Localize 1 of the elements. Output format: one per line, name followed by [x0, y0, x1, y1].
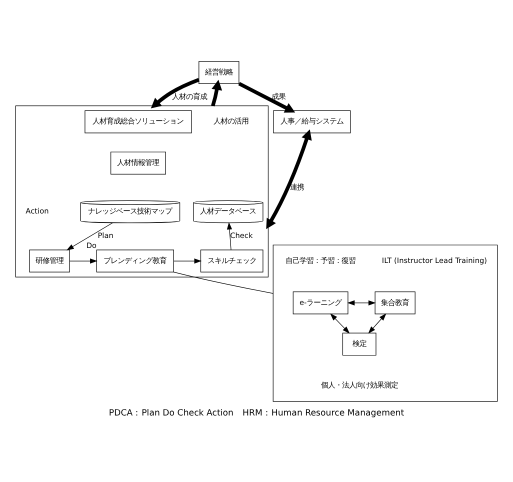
caption: PDCA：Plan Do Check Action HRM：Human Resource Management	[108, 408, 404, 419]
